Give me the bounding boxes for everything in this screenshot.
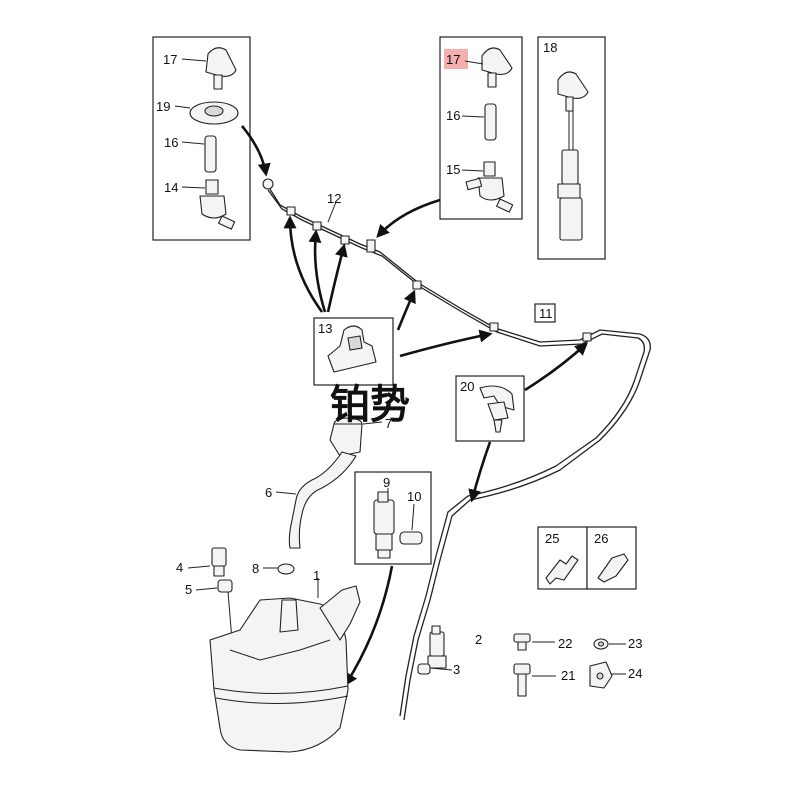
label-17-left: 17: [163, 52, 177, 67]
label-23: 23: [628, 636, 642, 651]
label-17-right: 17: [446, 52, 460, 67]
check-valve-14-left: [199, 179, 236, 230]
arrow-pump-to-tank: [344, 565, 394, 687]
clip-22: [513, 633, 531, 651]
filler-hose-6: [288, 451, 357, 549]
screw-21: [513, 663, 531, 697]
connector-26: [597, 553, 629, 583]
label-24: 24: [628, 666, 642, 681]
washer-pump-9: [373, 491, 395, 559]
reservoir-1: [209, 585, 361, 753]
label-12: 12: [327, 191, 341, 206]
watermark-text: 铂势: [330, 381, 410, 428]
label-18: 18: [543, 40, 557, 55]
highlight-part-17: [444, 49, 468, 69]
nozzle-17-right: [481, 47, 513, 88]
heated-nozzle-18: [557, 71, 589, 241]
level-sensor-4: [211, 547, 227, 577]
clip-20: [479, 385, 515, 433]
label-5: 5: [185, 582, 192, 597]
filler-neck-7: [329, 417, 363, 457]
washer-23: [593, 638, 609, 650]
seal-10: [399, 531, 423, 545]
label-10: 10: [407, 489, 421, 504]
arrow-13-a: [283, 215, 324, 313]
label-box-11: [534, 303, 556, 323]
seal-5: [217, 579, 233, 593]
arrow-13-e: [399, 329, 493, 358]
label-20: 20: [460, 379, 474, 394]
label-13: 13: [318, 321, 332, 336]
grommet-19: [189, 101, 239, 125]
hose-clips: [262, 178, 592, 342]
arrow-13-b: [308, 229, 327, 313]
check-valve-15: [465, 161, 514, 213]
label-16-left: 16: [164, 135, 178, 150]
hose-assembly-12b: [267, 189, 646, 717]
label-19: 19: [156, 99, 170, 114]
label-21: 21: [561, 668, 575, 683]
seal-3: [417, 663, 431, 675]
label-26: 26: [594, 531, 608, 546]
label-14: 14: [164, 180, 178, 195]
nozzle-17-left: [205, 47, 237, 90]
clip-13: [327, 325, 377, 373]
label-4: 4: [176, 560, 183, 575]
label-22: 22: [558, 636, 572, 651]
arrow-15-to-hose: [376, 198, 441, 238]
label-6: 6: [265, 485, 272, 500]
label-16-right: 16: [446, 108, 460, 123]
nut-24: [589, 661, 613, 689]
washer-pump-2: [427, 625, 447, 669]
hose-16-right: [484, 103, 497, 141]
hose-16-left: [204, 135, 217, 173]
label-11: 11: [539, 306, 553, 321]
arrow-13-d: [396, 289, 416, 331]
label-7: 7: [385, 416, 392, 431]
arrow-20-a: [524, 342, 588, 392]
label-3: 3: [453, 662, 460, 677]
connector-25: [545, 555, 579, 585]
label-1: 1: [313, 568, 320, 583]
arrow-13-c: [326, 243, 348, 313]
label-8: 8: [252, 561, 259, 576]
label-25: 25: [545, 531, 559, 546]
arrow-20-b: [468, 441, 492, 503]
hose-assembly-12: [267, 185, 651, 721]
arrow-17-to-hose: [241, 125, 271, 177]
label-15: 15: [446, 162, 460, 177]
label-9: 9: [383, 475, 390, 490]
label-2: 2: [475, 632, 482, 647]
o-ring-8: [277, 563, 295, 575]
